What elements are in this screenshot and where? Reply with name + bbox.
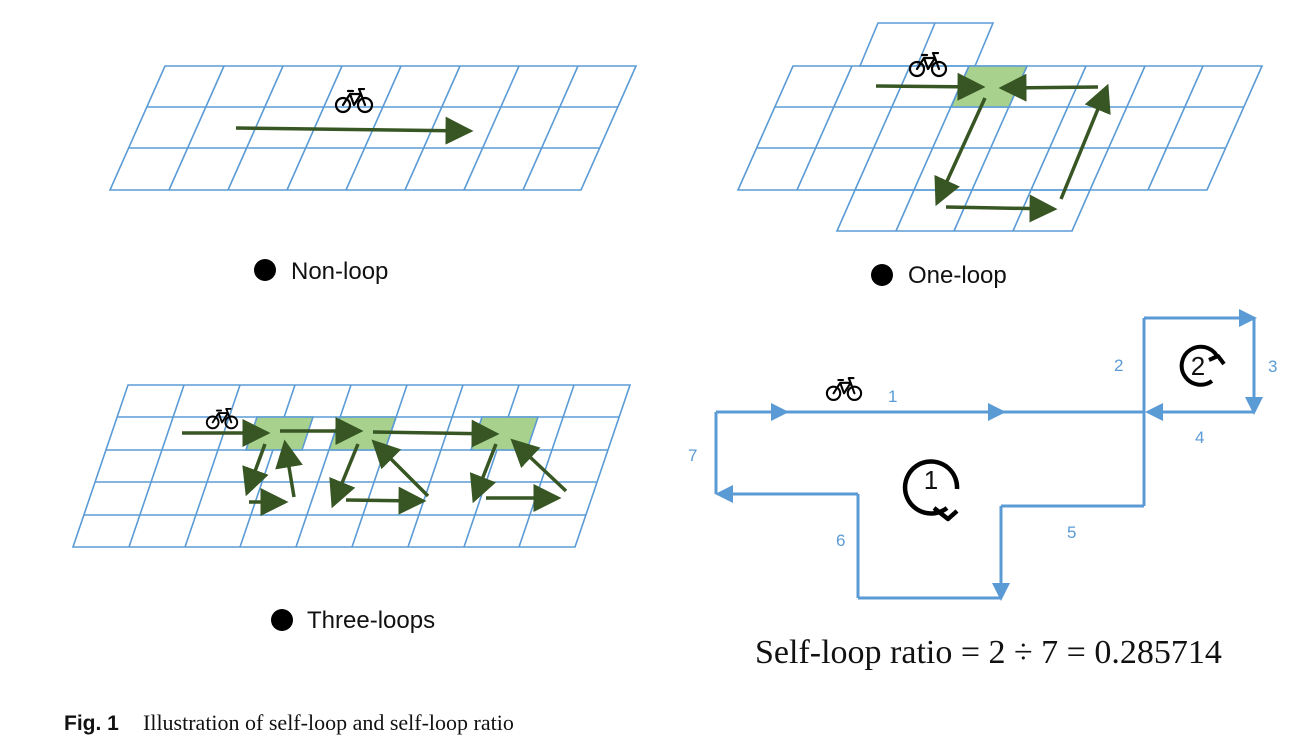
one-loop-label: One-loop: [908, 262, 1007, 289]
segment-number-1: 1: [888, 387, 897, 406]
trip-arrow: [235, 116, 474, 145]
self-loop-ratio-formula: Self-loop ratio = 2 ÷ 7 = 0.285714: [755, 634, 1222, 671]
bullet-dot-icon: [871, 264, 893, 286]
bullet-dot-icon: [271, 609, 293, 631]
three-loops-panel: Three-loops: [71, 384, 632, 634]
one-loop-grid: [736, 22, 1264, 232]
figure-caption: Fig. 1 Illustration of self-loop and sel…: [64, 710, 514, 735]
three-loops-grid: [71, 384, 632, 548]
loop-arrow-icon: 2: [1179, 344, 1226, 387]
bullet-dot-icon: [254, 259, 276, 281]
route-path: [714, 309, 1263, 601]
one-loop-panel: One-loop: [736, 22, 1264, 289]
three-loops-label: Three-loops: [307, 607, 435, 634]
segment-number-5: 5: [1067, 523, 1076, 542]
bicycle-icon: [205, 408, 239, 430]
loop-number-1: 1: [924, 465, 938, 495]
caption-text: Illustration of self-loop and self-loop …: [143, 710, 514, 735]
segment-number-4: 4: [1195, 428, 1204, 447]
segment-number-6: 6: [836, 531, 845, 550]
figure-label: Fig. 1: [64, 712, 119, 735]
segment-number-7: 7: [688, 446, 697, 465]
loop-arrows: [875, 72, 1111, 223]
non-loop-label: Non-loop: [291, 258, 388, 285]
bicycle-icon: [908, 52, 948, 78]
non-loop-grid: [108, 65, 638, 191]
route-diagram-panel: 1 2 3 4 5 6 7 1 2 Self-loop ratio = 2 ÷ …: [688, 309, 1277, 671]
loop-arrow-icon: 1: [902, 459, 960, 522]
segment-number-2: 2: [1114, 356, 1123, 375]
loop-arrows: [182, 417, 568, 516]
segment-number-3: 3: [1268, 357, 1277, 376]
bicycle-icon: [825, 377, 863, 402]
non-loop-panel: Non-loop: [108, 65, 638, 285]
loop-number-2: 2: [1191, 351, 1205, 381]
bicycle-icon: [334, 88, 374, 114]
